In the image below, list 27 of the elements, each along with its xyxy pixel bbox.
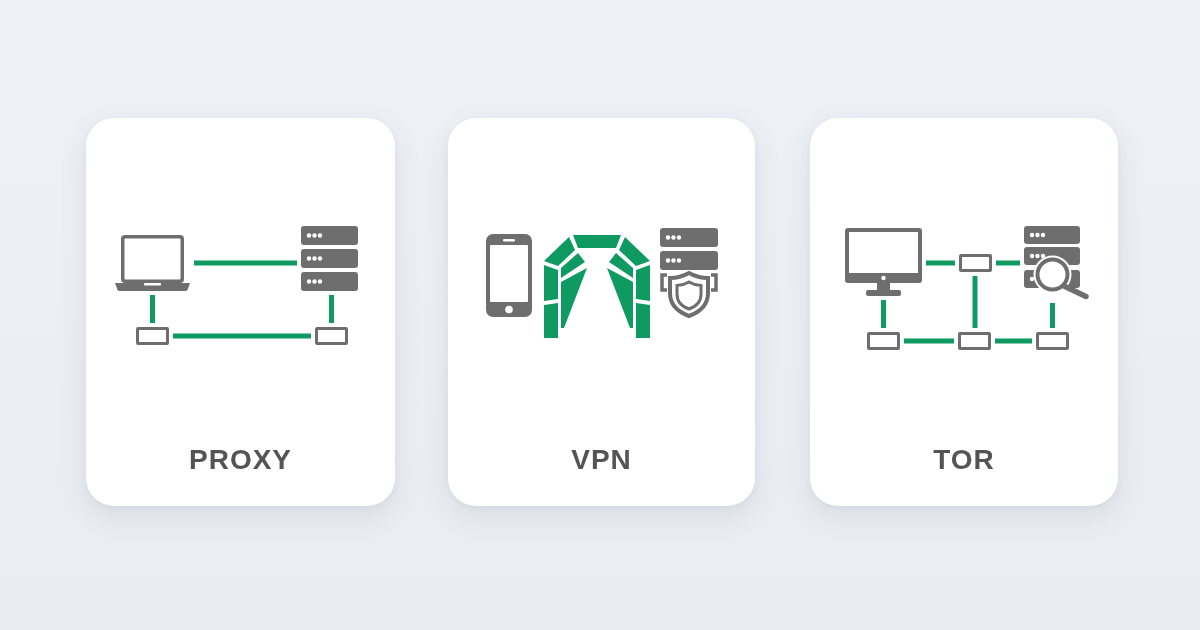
node-rectangle [1036,332,1069,350]
card [810,118,1118,506]
connector-line [194,260,297,266]
connector-line [150,295,155,323]
node-rectangle [136,327,169,345]
connector-line [996,260,1020,266]
connector-line [881,300,886,328]
card-title: PROXY [189,444,292,476]
connector-line [329,295,334,323]
node-rectangle [315,327,348,345]
connector-line [926,260,955,266]
connector-line [173,333,311,339]
node-rectangle [958,332,991,350]
connector-line [1050,303,1055,328]
monitor-icon [845,228,922,296]
card [448,118,755,506]
card-title: VPN [571,444,632,476]
connector-line [904,338,954,344]
connector-line [995,338,1032,344]
connector-line [972,276,978,328]
laptop-icon [115,235,190,291]
server-magnifier-icon [1024,226,1090,299]
node-rectangle [959,254,992,272]
node-rectangle [867,332,900,350]
card-title: TOR [933,444,995,476]
server-icon [301,226,358,291]
card [86,118,395,506]
